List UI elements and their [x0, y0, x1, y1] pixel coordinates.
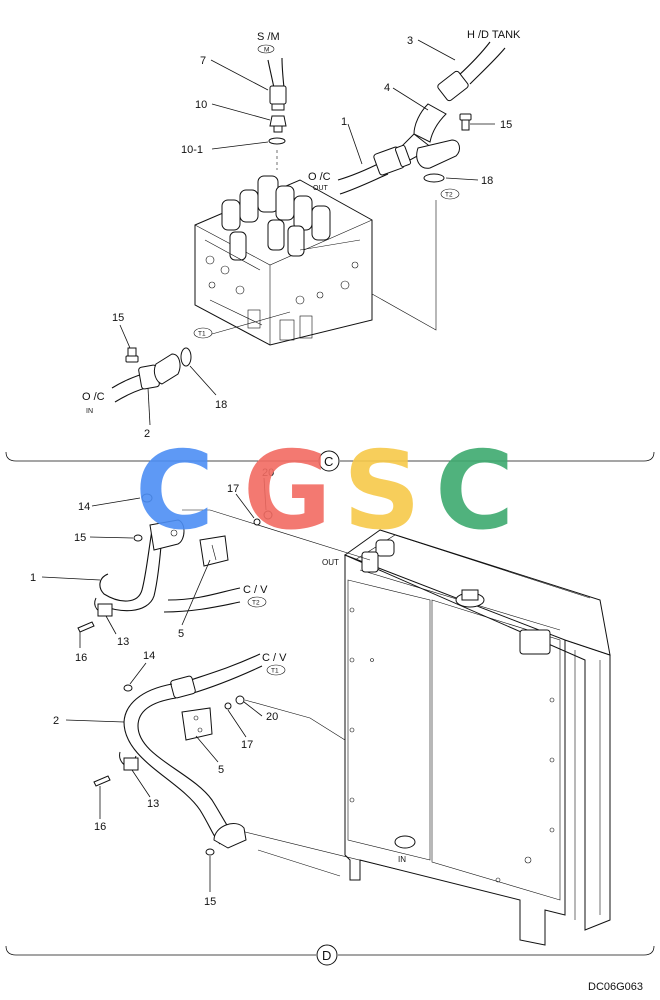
- tag-t2-bottom-outline: [247, 596, 267, 608]
- watermark-letter-c1: C: [135, 429, 214, 554]
- callout-13-upper: 13: [117, 636, 129, 648]
- callout-17-upper: 17: [227, 483, 239, 495]
- callout-16-lower: 16: [94, 821, 106, 833]
- watermark-letter-c2: C: [435, 429, 514, 554]
- leader-lines-bottom: [41, 477, 267, 892]
- callout-1-top: 1: [341, 116, 347, 128]
- tag-t1-top: T1: [198, 331, 206, 338]
- callout-16-upper: 16: [75, 652, 87, 664]
- watermark-letter-g: G: [243, 429, 332, 554]
- drawing-code: DC06G063: [588, 981, 643, 993]
- label-hd-tank: H /D TANK: [467, 29, 521, 41]
- watermark: C G S C: [135, 429, 514, 554]
- tag-m: M: [264, 47, 269, 54]
- label-cv-t2: C / V: [243, 584, 268, 596]
- fitting-7: [269, 85, 287, 105]
- label-oc-in: O /C: [82, 391, 105, 403]
- section-c-drawing: [111, 41, 506, 403]
- section-divider-d: D: [5, 944, 655, 966]
- label-oc-out: O /C: [308, 171, 331, 183]
- control-valve: [194, 175, 373, 346]
- callout-15-upper: 15: [74, 532, 86, 544]
- adapter-10: [269, 115, 287, 127]
- radiator: [343, 529, 611, 946]
- callout-15-top-left: 15: [112, 312, 124, 324]
- tag-m-outline: [257, 44, 275, 54]
- section-d-label: D: [322, 948, 331, 963]
- callout-15-top-right: 15: [500, 119, 512, 131]
- callout-7: 7: [200, 55, 206, 67]
- callout-4: 4: [384, 82, 390, 94]
- tag-t2-top: T2: [445, 192, 453, 199]
- callout-2-top: 2: [144, 428, 150, 440]
- watermark-letter-s: S: [343, 429, 421, 554]
- callout-10: 10: [195, 99, 207, 111]
- callout-5-lower: 5: [218, 764, 224, 776]
- label-sm: S /M: [257, 31, 280, 43]
- callout-5-upper: 5: [178, 628, 184, 640]
- callout-18-top-left: 18: [215, 399, 227, 411]
- callout-10-1: 10-1: [181, 144, 203, 156]
- callout-14-lower: 14: [143, 650, 155, 662]
- pipe-1: [77, 493, 273, 633]
- callout-18-top-right: 18: [481, 175, 493, 187]
- callout-13-lower: 13: [147, 798, 159, 810]
- callout-2-bottom: 2: [53, 715, 59, 727]
- pipe-2: [93, 653, 263, 856]
- elbow-4: [413, 103, 447, 143]
- label-out-small: OUT: [313, 185, 329, 192]
- oring-18-top: [423, 173, 445, 183]
- label-out-radiator: OUT: [322, 558, 339, 567]
- callout-17-lower: 17: [241, 739, 253, 751]
- tag-t1-top-outline: [193, 327, 213, 339]
- callout-14-upper: 14: [78, 501, 90, 513]
- label-cv-t1: C / V: [262, 652, 287, 664]
- callout-15-lower: 15: [204, 896, 216, 908]
- tag-t2-bottom: T2: [252, 600, 260, 607]
- flange: [416, 139, 460, 169]
- callout-3: 3: [407, 35, 413, 47]
- tag-t2-top-outline: [440, 188, 460, 200]
- flange-2: [153, 353, 181, 385]
- callout-20-upper: 20: [262, 467, 274, 479]
- tag-t1-bottom: T1: [271, 668, 279, 675]
- tag-t1-bottom-outline: [266, 664, 286, 676]
- oring-18-bottom: [180, 347, 192, 367]
- label-in-small: IN: [86, 408, 93, 415]
- leader-lines-radiator: [182, 509, 401, 877]
- callout-1-bottom: 1: [30, 572, 36, 584]
- section-divider-c: C: [5, 450, 655, 472]
- oring-10-1: [268, 137, 286, 145]
- callout-20-lower: 20: [266, 711, 278, 723]
- hose-end-3: [437, 70, 469, 102]
- section-c-label: C: [324, 454, 333, 469]
- leader-lines-top: [119, 39, 495, 426]
- label-in-radiator: IN: [398, 855, 406, 864]
